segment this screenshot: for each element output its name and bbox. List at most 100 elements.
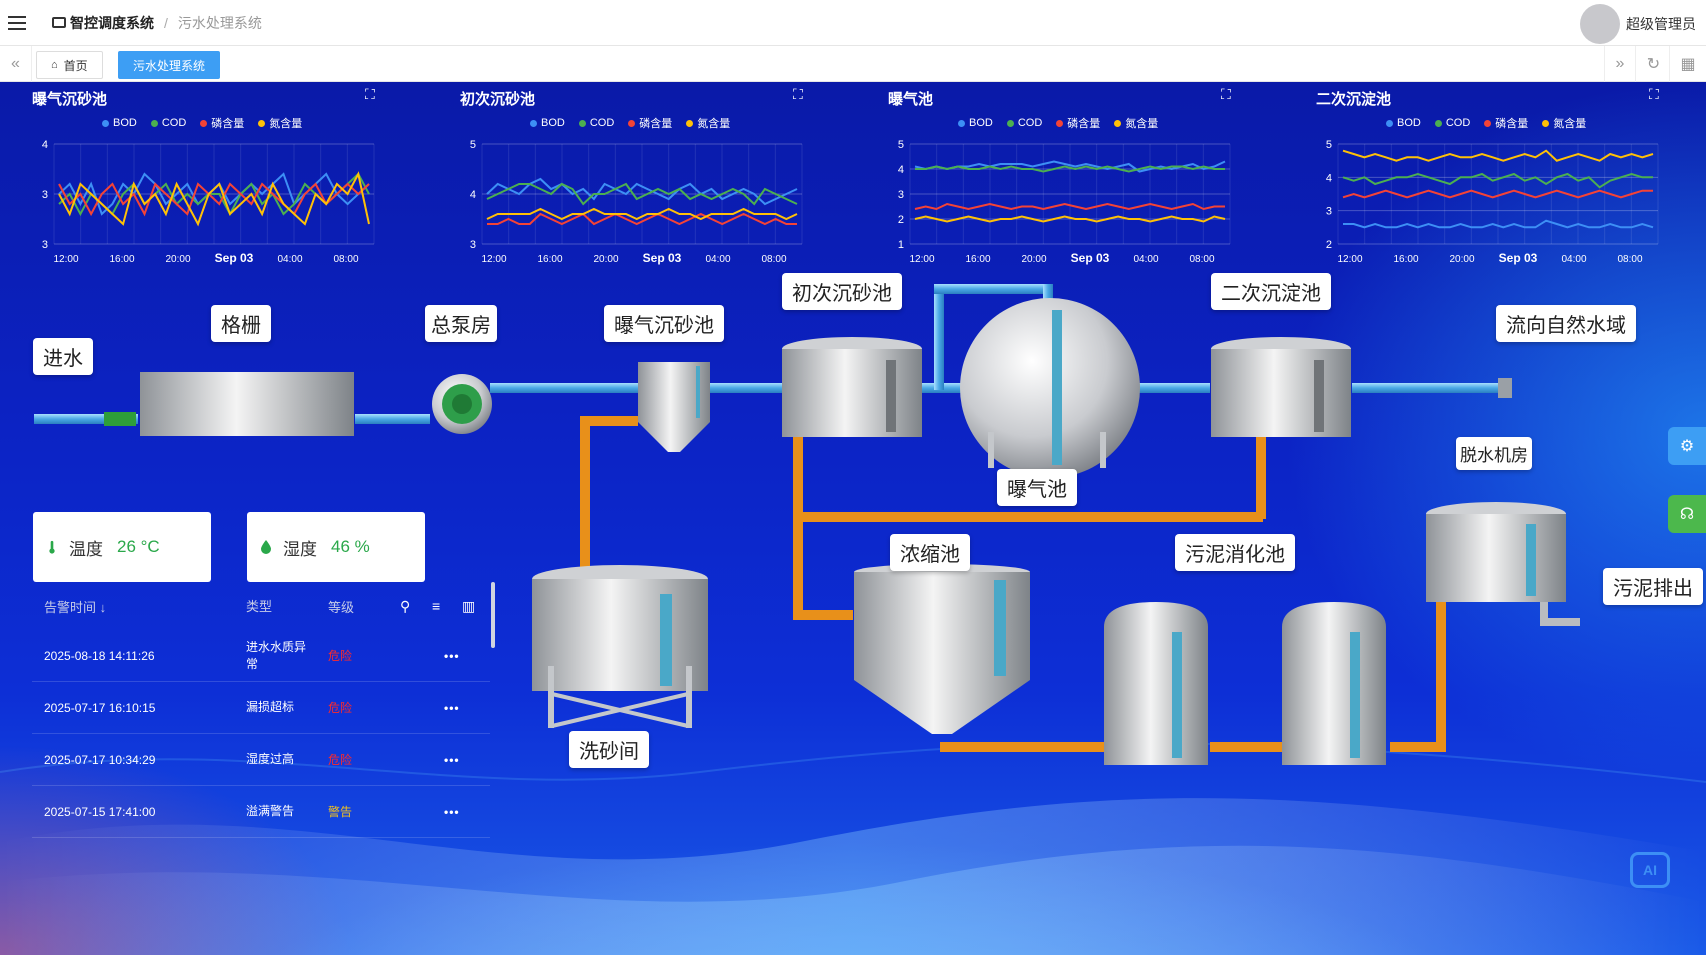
more-actions-icon[interactable]: ••• bbox=[444, 700, 460, 715]
legend-label: BOD bbox=[969, 117, 993, 129]
legend-item[interactable]: 磷含量 bbox=[1056, 115, 1100, 131]
legend-item[interactable]: BOD bbox=[102, 115, 137, 131]
legend-item[interactable]: COD bbox=[1434, 115, 1471, 131]
x-tick-label: Sep 03 bbox=[643, 251, 682, 265]
legend-label: 氮含量 bbox=[269, 118, 303, 130]
legend-item[interactable]: 磷含量 bbox=[200, 115, 244, 131]
monitor-icon bbox=[52, 17, 66, 28]
clean-water-pipes bbox=[34, 284, 1512, 426]
legend-item[interactable]: 氮含量 bbox=[258, 115, 302, 131]
label-digestion: 污泥消化池 bbox=[1175, 534, 1295, 571]
grid-menu-icon[interactable]: ▦ bbox=[1680, 56, 1696, 73]
alarm-time: 2025-08-18 14:11:26 bbox=[44, 648, 155, 663]
aerated-grit-tank bbox=[638, 362, 710, 452]
legend-item[interactable]: 磷含量 bbox=[628, 115, 672, 131]
legend-item[interactable]: COD bbox=[578, 115, 614, 131]
scroll-left-icon[interactable]: « bbox=[0, 46, 32, 82]
legend-label: 磷含量 bbox=[1495, 118, 1529, 130]
y-tick-label: 3 bbox=[42, 189, 48, 201]
alarm-table: 告警时间 ↓ 类型 等级 ⚲ ≡ ▥ 2025-08-18 14:11:26 进水… bbox=[32, 582, 490, 838]
fullscreen-icon[interactable]: ⛶ bbox=[793, 86, 803, 102]
x-tick-label: Sep 03 bbox=[215, 251, 254, 265]
x-tick-label: 04:00 bbox=[705, 254, 730, 265]
tab-bar: « ⌂ 首页 污水处理系统 » ↻ ▦ bbox=[0, 46, 1706, 82]
alarm-type: 溢满警告 bbox=[246, 804, 295, 818]
hamburger-menu-icon[interactable] bbox=[8, 15, 26, 30]
x-tick-label: 04:00 bbox=[1133, 254, 1158, 265]
header-type: 类型 bbox=[246, 598, 273, 614]
breadcrumb: 智控调度系统 / 污水处理系统 bbox=[52, 13, 262, 33]
legend-item[interactable]: 氮含量 bbox=[1114, 115, 1158, 131]
legend-item[interactable]: COD bbox=[150, 115, 187, 131]
legend-label: COD bbox=[1445, 117, 1471, 129]
digestion-tank-1 bbox=[1104, 602, 1208, 765]
label-primary-grit: 初次沉砂池 bbox=[782, 273, 902, 310]
series-line-1 bbox=[486, 177, 798, 206]
label-inlet: 进水 bbox=[33, 338, 93, 375]
avatar[interactable] bbox=[1580, 4, 1620, 44]
label-dewatering: 脱水机房 bbox=[1456, 437, 1532, 470]
x-tick-label: 12:00 bbox=[909, 254, 934, 265]
user-name[interactable]: 超级管理员 bbox=[1626, 16, 1696, 32]
more-actions-icon[interactable]: ••• bbox=[444, 804, 460, 819]
alarm-time: 2025-07-17 16:10:15 bbox=[44, 700, 156, 715]
y-tick-label: 4 bbox=[42, 139, 48, 151]
legend-item[interactable]: BOD bbox=[1386, 115, 1421, 131]
tab-home[interactable]: ⌂ 首页 bbox=[36, 51, 103, 79]
x-tick-label: 20:00 bbox=[165, 254, 190, 265]
legend-item[interactable]: BOD bbox=[530, 115, 565, 131]
more-actions-icon[interactable]: ••• bbox=[444, 752, 460, 767]
search-icon[interactable]: ⚲ bbox=[400, 597, 411, 614]
legend-item[interactable]: 氮含量 bbox=[686, 115, 730, 131]
legend-item[interactable]: 磷含量 bbox=[1484, 115, 1528, 131]
legend-item[interactable]: 氮含量 bbox=[1542, 115, 1586, 131]
fullscreen-icon[interactable]: ⛶ bbox=[1221, 86, 1231, 102]
label-aerated-grit: 曝气沉砂池 bbox=[604, 305, 724, 342]
sort-down-icon[interactable]: ↓ bbox=[99, 599, 107, 615]
user-menu[interactable]: 超级管理员 bbox=[1580, 4, 1696, 44]
fullscreen-icon[interactable]: ⛶ bbox=[1649, 86, 1659, 102]
legend-item[interactable]: COD bbox=[1006, 115, 1042, 131]
table-header: 告警时间 ↓ 类型 等级 ⚲ ≡ ▥ bbox=[32, 582, 490, 630]
alarm-level: 危险 bbox=[328, 649, 353, 663]
secondary-settling-tank bbox=[1211, 337, 1351, 437]
columns-icon[interactable]: ▥ bbox=[462, 597, 476, 614]
thermometer-icon bbox=[49, 540, 55, 554]
wave-background bbox=[0, 742, 1706, 955]
ai-assistant-button[interactable]: AI bbox=[1630, 852, 1670, 888]
y-tick-label: 5 bbox=[1326, 139, 1332, 151]
thickening-tank bbox=[854, 564, 1030, 734]
y-tick-label: 4 bbox=[898, 164, 904, 176]
series-line-4 bbox=[486, 207, 798, 221]
legend-item[interactable]: BOD bbox=[958, 115, 993, 131]
fullscreen-icon[interactable]: ⛶ bbox=[365, 86, 375, 102]
x-tick-label: 16:00 bbox=[109, 254, 134, 265]
water-drop-icon bbox=[261, 540, 271, 554]
temperature-value: 26 °C bbox=[117, 537, 160, 556]
digestion-tank-2 bbox=[1282, 602, 1386, 765]
more-actions-icon[interactable]: ••• bbox=[444, 648, 460, 663]
filter-icon[interactable]: ≡ bbox=[432, 598, 441, 614]
label-sand-wash: 洗砂间 bbox=[569, 731, 649, 768]
process-diagram bbox=[34, 284, 1580, 765]
temperature-card: 温度 26 °C bbox=[33, 512, 211, 582]
breadcrumb-separator: / bbox=[164, 14, 168, 31]
alarm-type: 进水水质异常 bbox=[246, 639, 307, 671]
tab-sewage-system[interactable]: 污水处理系统 bbox=[118, 51, 221, 79]
legend-label: 氮含量 bbox=[1125, 118, 1159, 130]
refresh-icon[interactable]: ↻ bbox=[1638, 46, 1670, 82]
headset-support-icon[interactable]: ☊ bbox=[1668, 495, 1706, 533]
table-scrollbar[interactable] bbox=[491, 582, 495, 648]
header-time[interactable]: 告警时间 ↓ bbox=[44, 599, 107, 615]
y-tick-label: 3 bbox=[1326, 206, 1332, 218]
settings-gear-icon[interactable]: ⚙ bbox=[1668, 427, 1706, 465]
breadcrumb-system[interactable]: 智控调度系统 bbox=[70, 14, 154, 31]
scroll-right-icon[interactable]: » bbox=[1604, 46, 1636, 82]
legend-label: COD bbox=[161, 117, 187, 129]
table-row[interactable]: 2025-08-18 14:11:26 进水水质异常 危险 ••• bbox=[32, 630, 490, 682]
